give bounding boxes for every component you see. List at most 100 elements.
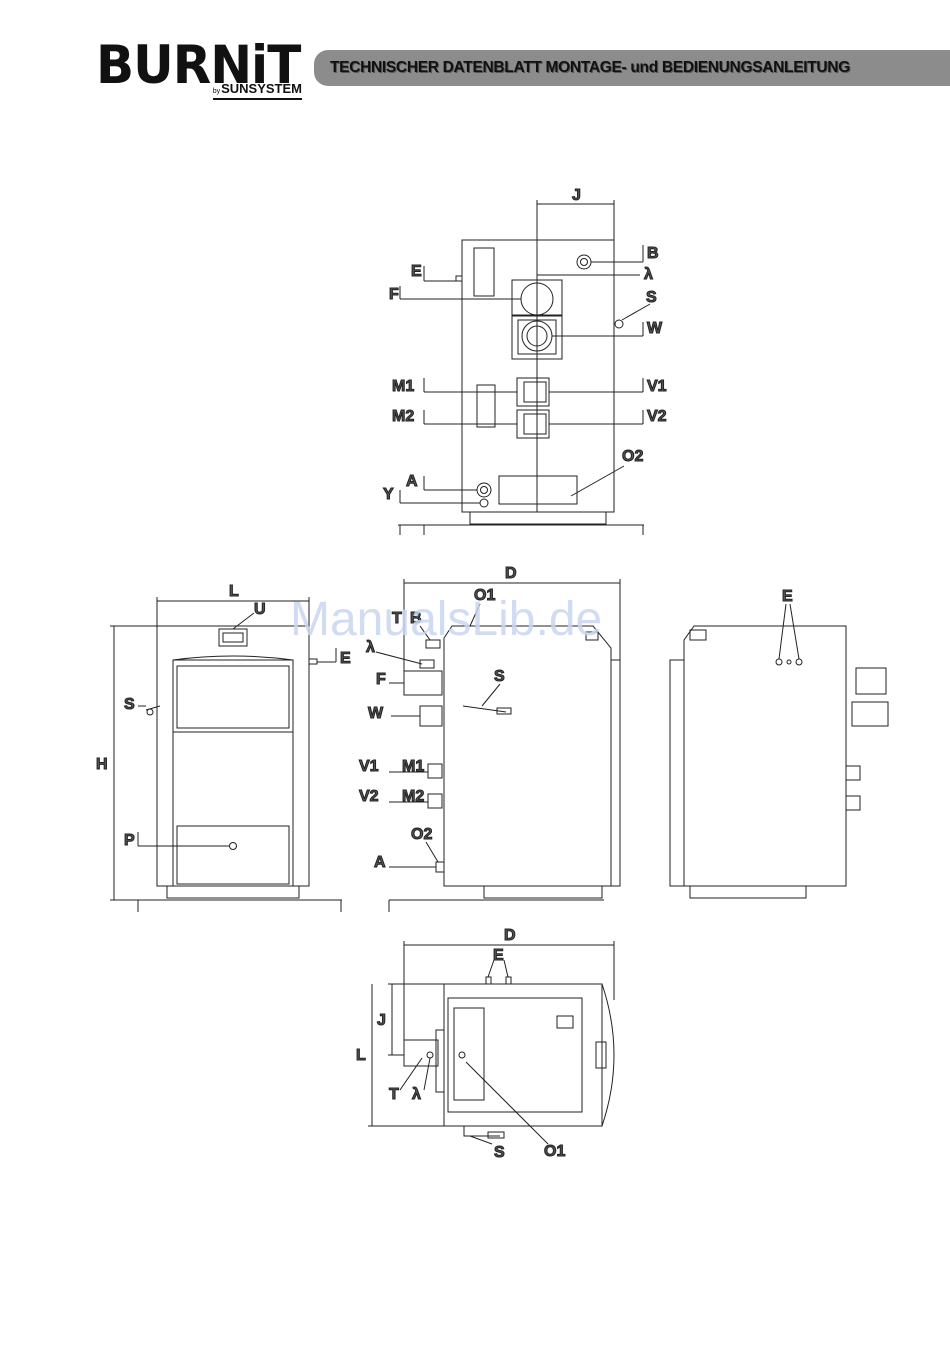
label-w-back: W: [647, 320, 663, 337]
side-handle-s: [463, 706, 506, 712]
label-l-top: L: [356, 1047, 366, 1064]
label-m1-side: M1: [402, 758, 424, 775]
connection-a: [477, 483, 491, 497]
label-a-back: A: [406, 473, 418, 490]
label-m2-back: M2: [392, 408, 414, 425]
top-stub-e2: [506, 977, 511, 984]
front-inner: [173, 660, 293, 886]
side-outlet-w: [420, 706, 442, 726]
top-vent: [557, 1016, 573, 1028]
top-view: [368, 941, 614, 1144]
label-y-back: Y: [383, 486, 394, 503]
right-base: [690, 886, 806, 898]
back-cleaning-box: [499, 476, 577, 504]
right-front-panel: [670, 660, 684, 886]
back-body: [462, 240, 614, 512]
connection-y: [480, 499, 488, 507]
right-body: [684, 626, 846, 886]
top-handle-s: [464, 1126, 500, 1136]
label-o2-side: O2: [411, 826, 432, 843]
fitting-upper-inner: [524, 382, 546, 402]
top-inner: [448, 998, 582, 1112]
label-h: H: [96, 756, 108, 773]
fitting-lower-inner: [524, 414, 546, 434]
side-front-panel: [611, 660, 620, 886]
right-view: [670, 604, 888, 898]
label-b-back: B: [647, 245, 659, 262]
back-base: [470, 512, 606, 524]
label-lambda-back: λ: [644, 266, 653, 283]
back-panel-mid: [477, 385, 495, 427]
right-fitting-2: [846, 796, 860, 810]
leader-s-top: [470, 1136, 492, 1144]
top-front-curve: [602, 984, 614, 1126]
label-lambda-top: λ: [412, 1086, 421, 1103]
control-display: [223, 633, 243, 642]
label-e-back: E: [411, 263, 422, 280]
label-a-side: A: [374, 854, 386, 871]
label-e-right: E: [782, 588, 793, 605]
leader-lambda-side: [376, 652, 422, 664]
label-l-front: L: [229, 583, 239, 600]
label-s-side: S: [494, 668, 505, 685]
label-v2-side: V2: [359, 788, 379, 805]
right-outlet: [852, 702, 888, 726]
side-base: [484, 886, 602, 898]
right-vent: [690, 630, 706, 640]
top-display: [596, 1042, 606, 1068]
right-flue: [856, 668, 886, 694]
side-fitting-a: [436, 862, 444, 872]
connection-e-stub: [456, 276, 462, 281]
label-s-front: S: [124, 696, 135, 713]
back-view: [398, 200, 650, 535]
label-f-side: F: [376, 671, 386, 688]
connection-a-inner: [481, 487, 488, 494]
leader-u: [233, 613, 254, 629]
front-base: [167, 886, 299, 898]
top-handle-grip: [488, 1132, 504, 1138]
label-v1-back: V1: [647, 378, 667, 395]
leader-e-right-1: [779, 604, 786, 659]
leader-s-side: [482, 684, 500, 706]
label-e-top: E: [493, 947, 504, 964]
top-cover-plate: [454, 1008, 484, 1100]
handle-s-knob: [147, 709, 153, 715]
lower-door: [177, 826, 289, 884]
label-o1-top: O1: [544, 1143, 565, 1160]
top-cover-hole: [459, 1052, 465, 1058]
label-j-top: J: [377, 1012, 386, 1029]
back-panel-upper: [474, 248, 494, 296]
label-m1-back: M1: [392, 378, 414, 395]
label-t-top: T: [389, 1086, 399, 1103]
label-o2-back: O2: [622, 448, 643, 465]
connection-b: [577, 255, 591, 269]
label-f-back: F: [389, 286, 399, 303]
door-peephole: [230, 843, 237, 850]
label-m2-side: M2: [402, 788, 424, 805]
leader-o1-top: [466, 1062, 548, 1144]
top-flue: [404, 1040, 438, 1066]
right-conn-e2: [787, 660, 791, 664]
top-side-strip: [436, 1030, 444, 1092]
leader-lambda-top: [424, 1058, 430, 1090]
watermark: ManualsLib.de: [290, 592, 602, 647]
top-conn-lambda: [427, 1052, 433, 1058]
top-body: [444, 984, 602, 1126]
label-w-side: W: [368, 705, 384, 722]
top-stub-e1: [486, 977, 491, 984]
label-u: U: [254, 601, 266, 618]
leader-e-top-2: [504, 960, 508, 977]
stub-e-front: [309, 659, 317, 664]
side-flue: [404, 671, 442, 695]
label-v2-back: V2: [647, 408, 667, 425]
label-s-back: S: [646, 289, 657, 306]
side-fitting-v1: [428, 764, 442, 778]
front-top-curve: [173, 656, 293, 660]
label-v1-side: V1: [359, 758, 379, 775]
connection-s: [615, 320, 623, 328]
front-body: [157, 626, 309, 886]
leader-e-right-2: [790, 604, 799, 659]
label-d-side: D: [505, 565, 517, 582]
leader-o2-side: [426, 842, 438, 862]
